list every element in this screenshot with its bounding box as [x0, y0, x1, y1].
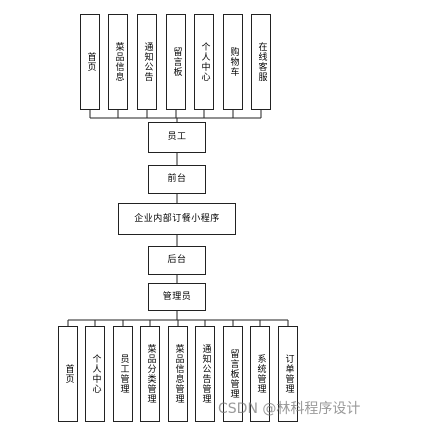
top-module-message-board: 留言板 — [166, 14, 186, 110]
bottom-module-order-mgmt: 订单管理 — [278, 326, 298, 422]
top-module-personal-center: 个人中心 — [194, 14, 214, 110]
bottom-module-dish-category-mgmt: 菜品分类管理 — [140, 326, 160, 422]
top-module-dish-info: 菜品信息 — [108, 14, 128, 110]
bottom-module-notice-mgmt: 通知公告管理 — [195, 326, 215, 422]
employee-node: 员工 — [148, 122, 206, 153]
bottom-module-dish-info-mgmt: 菜品信息管理 — [168, 326, 188, 422]
frontend-node: 前台 — [148, 165, 206, 194]
top-module-home: 首页 — [80, 14, 100, 110]
admin-node: 管理员 — [148, 283, 206, 311]
top-module-cart: 购物车 — [223, 14, 243, 110]
bottom-module-personal-center: 个人中心 — [85, 326, 105, 422]
bottom-module-system-mgmt: 系统管理 — [250, 326, 270, 422]
watermark: CSDN @林科程序设计 — [218, 401, 361, 417]
bottom-module-home: 首页 — [58, 326, 78, 422]
system-node: 企业内部订餐小程序 — [118, 203, 236, 235]
bottom-module-message-board-mgmt: 留言板管理 — [223, 326, 243, 422]
top-module-notice: 通知公告 — [137, 14, 157, 110]
backend-node: 后台 — [148, 246, 206, 275]
bottom-module-employee-mgmt: 员工管理 — [113, 326, 133, 422]
top-module-online-service: 在线客服 — [251, 14, 271, 110]
